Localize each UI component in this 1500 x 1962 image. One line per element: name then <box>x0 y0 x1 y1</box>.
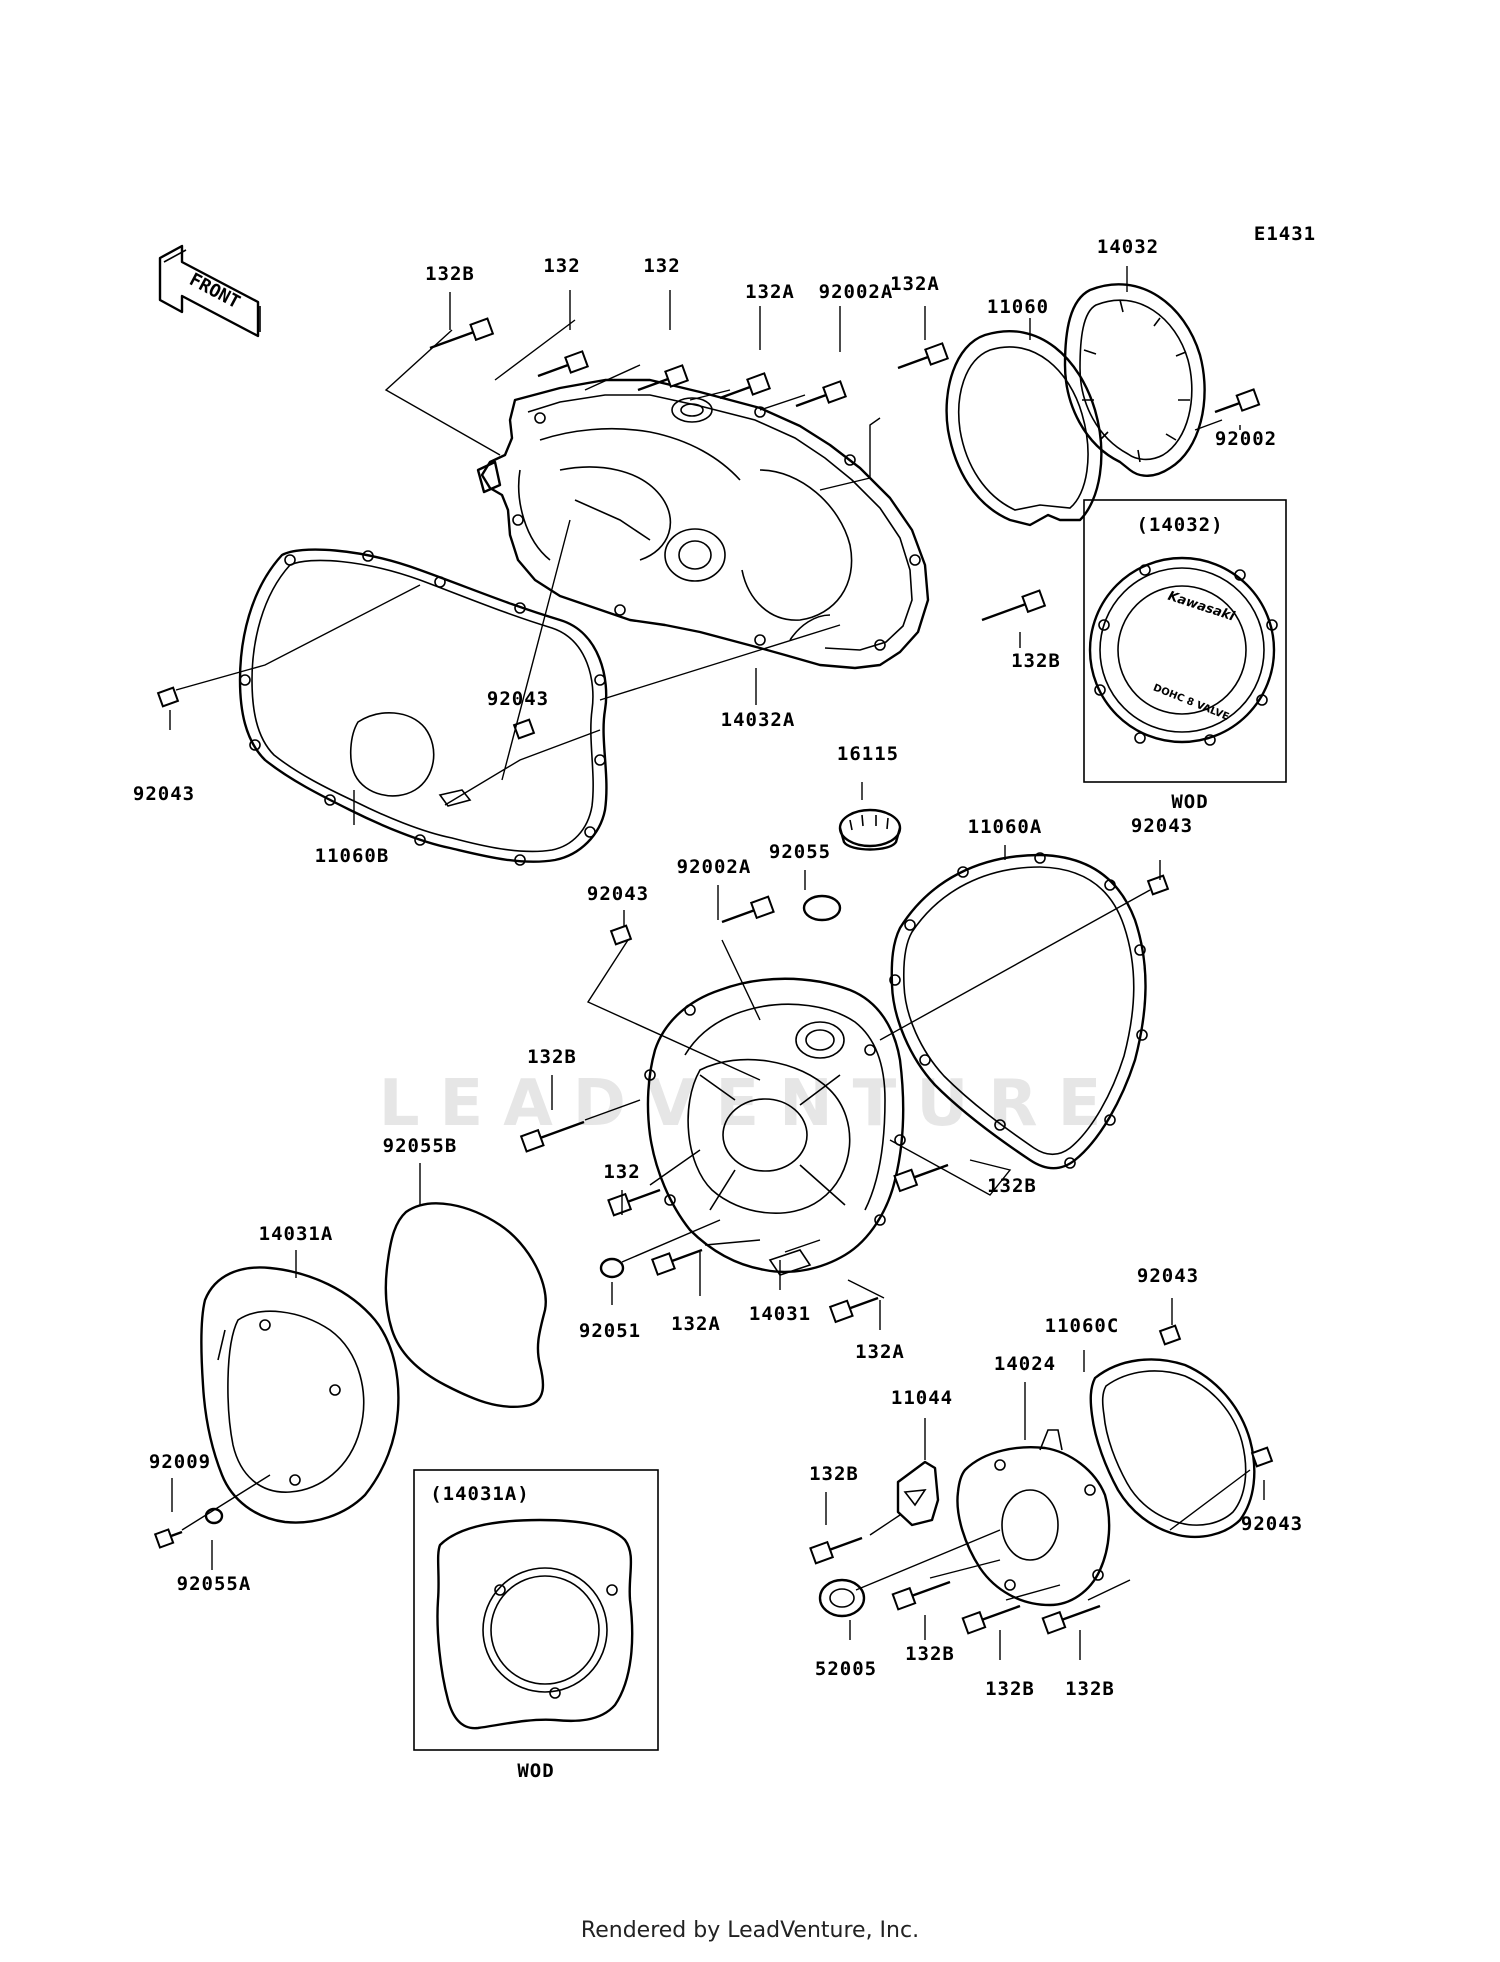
inset-14031A: (14031A) WOD <box>413 1469 659 1782</box>
label-92002A: 92002A <box>677 856 752 878</box>
washer-92051 <box>599 1257 625 1279</box>
label-132A: 132A <box>745 281 795 303</box>
inset-14032-caption: WOD <box>1171 791 1208 813</box>
label-92002: 92002 <box>1215 428 1277 450</box>
label-16115: 16115 <box>837 743 899 765</box>
label-92043: 92043 <box>133 783 195 805</box>
label-132B: 132B <box>1011 650 1061 672</box>
gasket-11060C <box>1089 1358 1256 1539</box>
cover-14031A <box>200 1266 400 1524</box>
label-92051: 92051 <box>579 1320 641 1342</box>
cover-11044 <box>896 1460 940 1527</box>
inset-14032-ref: (14032) <box>1136 514 1223 536</box>
label-14032: 14032 <box>1097 236 1159 258</box>
gasket-92055B <box>384 1202 547 1409</box>
cover-14031 <box>644 977 906 1276</box>
label-132B: 132B <box>985 1678 1035 1700</box>
footer-credit: Rendered by LeadVenture, Inc. <box>580 1918 920 1943</box>
label-92055A: 92055A <box>177 1573 252 1595</box>
label-14031A: 14031A <box>259 1223 334 1245</box>
label-11044: 11044 <box>891 1387 953 1409</box>
label-92043: 92043 <box>1137 1265 1199 1287</box>
oil-seal-52005 <box>818 1578 866 1618</box>
label-132B: 132B <box>809 1463 859 1485</box>
oring-92055 <box>802 894 842 922</box>
label-92009: 92009 <box>149 1451 211 1473</box>
badge-brand: Kawasaki <box>1166 589 1237 625</box>
label-132B: 132B <box>1065 1678 1115 1700</box>
label-11060A: 11060A <box>968 816 1043 838</box>
front-label: FRONT <box>186 269 244 313</box>
gasket-11060 <box>945 329 1103 527</box>
label-92002A: 92002A <box>819 281 894 303</box>
label-92055B: 92055B <box>383 1135 458 1157</box>
label-92055: 92055 <box>769 841 831 863</box>
inset-14031A-ref: (14031A) <box>430 1483 530 1505</box>
gasket-11060B <box>238 548 608 866</box>
oring-92055A <box>204 1507 224 1525</box>
cover-14032 <box>1063 283 1206 477</box>
label-92043: 92043 <box>1241 1513 1303 1535</box>
label-52005: 52005 <box>815 1658 877 1680</box>
label-132B: 132B <box>905 1643 955 1665</box>
label-132B: 132B <box>527 1046 577 1068</box>
part-labels: 132B 132 132 132A 92002A 132A 11060 1403… <box>133 236 1303 1700</box>
bolts <box>153 317 1261 1635</box>
label-14032A: 14032A <box>721 709 796 731</box>
inset-14031A-caption: WOD <box>517 1760 554 1782</box>
label-132: 132 <box>643 255 680 277</box>
label-132B: 132B <box>987 1175 1037 1197</box>
label-132A: 132A <box>890 273 940 295</box>
label-132B: 132B <box>425 263 475 285</box>
label-14024: 14024 <box>994 1353 1056 1375</box>
label-11060C: 11060C <box>1045 1315 1120 1337</box>
clutch-cover-14032A <box>476 378 930 670</box>
label-11060B: 11060B <box>315 845 390 867</box>
label-92043: 92043 <box>487 688 549 710</box>
inset-14032: (14032) Kawasaki DOHC 8 VALVE WOD <box>1083 499 1287 813</box>
cover-14024 <box>956 1429 1111 1607</box>
leader-lines <box>169 266 1265 1660</box>
dowel-pins <box>156 686 1274 1468</box>
label-92043: 92043 <box>1131 815 1193 837</box>
label-14031: 14031 <box>749 1303 811 1325</box>
diagram-code: E1431 <box>1254 223 1316 245</box>
front-arrow-icon: FRONT <box>158 244 261 338</box>
filler-cap-16115 <box>838 808 902 851</box>
label-92043: 92043 <box>587 883 649 905</box>
label-11060: 11060 <box>987 296 1049 318</box>
label-132: 132 <box>543 255 580 277</box>
label-132A: 132A <box>855 1341 905 1363</box>
gasket-11060A <box>889 852 1148 1170</box>
label-132: 132 <box>603 1161 640 1183</box>
label-132A: 132A <box>671 1313 721 1335</box>
watermark: LEADVENTURE <box>379 1067 1122 1141</box>
